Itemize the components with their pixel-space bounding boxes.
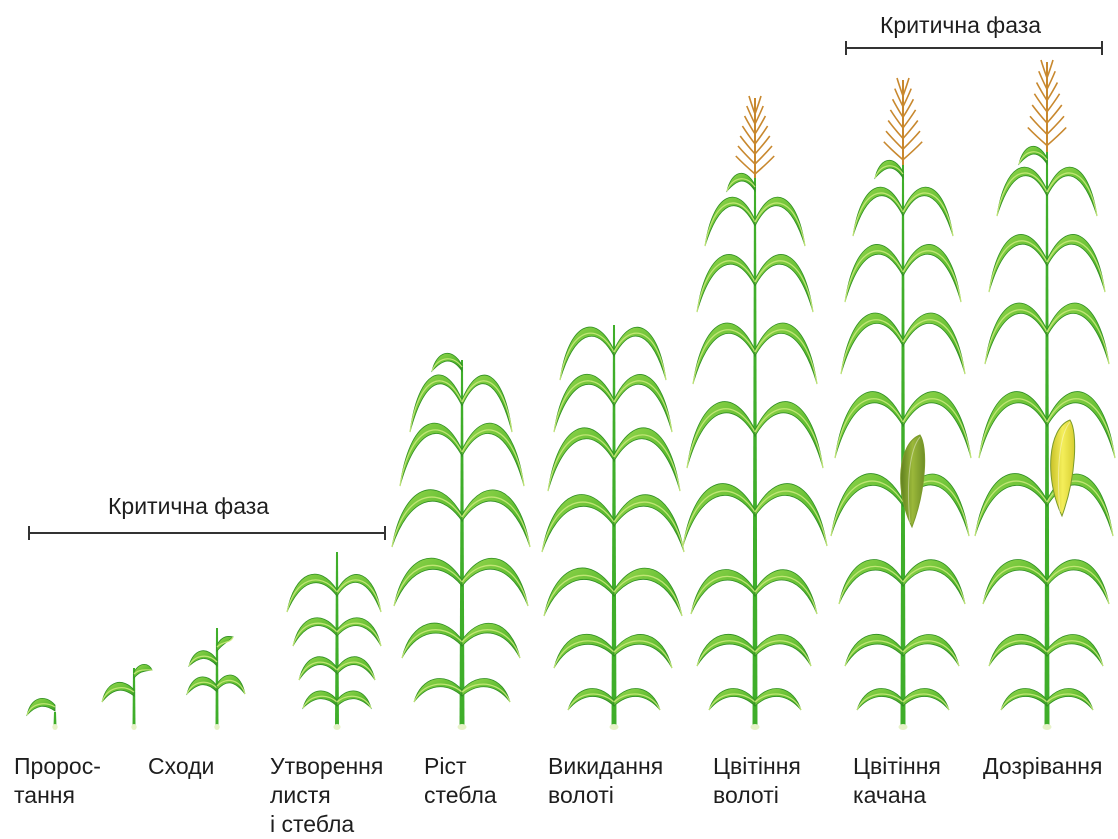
stage-label-stem-growth: Ріст стебла xyxy=(424,752,497,810)
critical-phase-label-1: Критична фаза xyxy=(108,493,269,520)
plant-tasseling xyxy=(542,325,684,730)
stage-label-leaf-formation: Утворення листя і стебла xyxy=(270,752,383,839)
stage-label-tasseling: Викидання волоті xyxy=(548,752,663,810)
plant-stem-growth xyxy=(392,353,530,730)
critical-phase-label-2: Критична фаза xyxy=(880,12,1041,39)
plant-tassel-flowering xyxy=(683,96,827,730)
stage-label-maturation: Дозрівання xyxy=(983,752,1102,781)
plant-leaf-formation xyxy=(287,552,381,730)
plant-maturation xyxy=(975,60,1115,730)
critical-phase-tick-2a xyxy=(845,41,847,55)
plant-emergence xyxy=(102,664,152,730)
stage-label-tassel-flowering: Цвітіння волоті xyxy=(713,752,801,810)
stage-label-germination: Пророс- тання xyxy=(14,752,101,810)
stage-label-ear-flowering: Цвітіння качана xyxy=(853,752,941,810)
critical-phase-tick-1a xyxy=(28,526,30,540)
plant-emergence-2 xyxy=(187,628,245,730)
critical-phase-tick-2b xyxy=(1101,41,1103,55)
plant-ear-flowering xyxy=(831,78,971,730)
critical-phase-bracket-2 xyxy=(846,47,1102,49)
critical-phase-tick-1b xyxy=(384,526,386,540)
plant-germination xyxy=(27,698,58,730)
critical-phase-bracket-1 xyxy=(29,532,385,534)
stage-label-emergence: Сходи xyxy=(148,752,214,781)
